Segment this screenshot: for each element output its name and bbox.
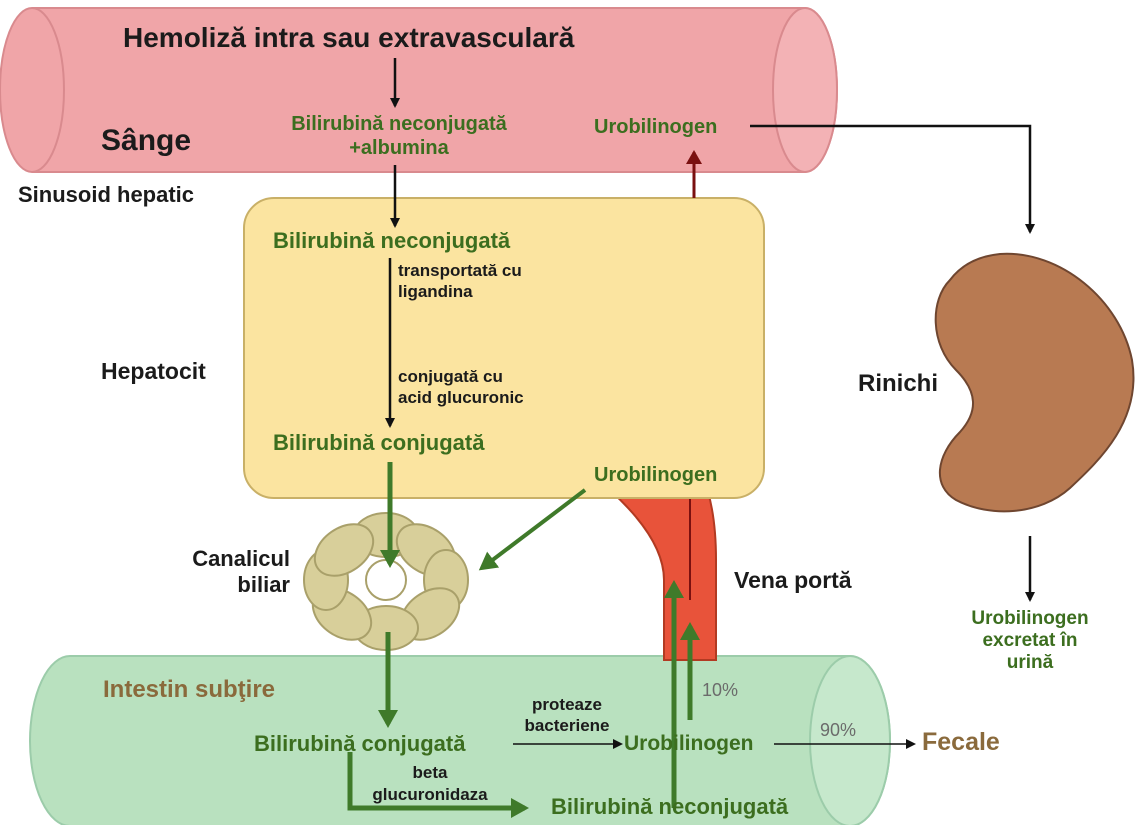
bilirubin-albumin-line2: +albumina bbox=[349, 137, 448, 159]
portal-vein bbox=[612, 492, 716, 660]
transport-line2: ligandina bbox=[398, 282, 473, 301]
feces-label: Fecale bbox=[922, 728, 1000, 757]
portal-vein-label: Vena portă bbox=[734, 567, 852, 593]
pct-90-label: 90% bbox=[820, 720, 856, 741]
sinusoid-label: Sinusoid hepatic bbox=[18, 182, 194, 207]
canaliculus-label: Canalicul biliar bbox=[150, 546, 290, 598]
beta-line1: beta bbox=[413, 763, 448, 782]
urobilinogen-hepatocyte-label: Urobilinogen bbox=[594, 464, 717, 487]
arrow-urobilinogen-to-canaliculus bbox=[482, 490, 585, 568]
urobilinogen-intestine-label: Urobilinogen bbox=[624, 732, 754, 756]
bacterial-proteases-label: proteaze bacteriene bbox=[502, 694, 632, 736]
conjugation-line2: acid glucuronic bbox=[398, 388, 524, 407]
transport-line1: transportată cu bbox=[398, 261, 522, 280]
hemolysis-label: Hemoliză intra sau extravasculară bbox=[123, 22, 574, 54]
conjugation-line1: conjugată cu bbox=[398, 367, 503, 386]
intestine-label: Intestin subţire bbox=[103, 676, 275, 704]
bilirubin-albumin-label: Bilirubină neconjugată +albumina bbox=[244, 112, 554, 160]
bilirubin-unconj-intestine-label: Bilirubină neconjugată bbox=[551, 794, 788, 819]
urine-excretion-label: Urobilinogen excretat în urină bbox=[950, 608, 1110, 674]
pct-10-label: 10% bbox=[702, 680, 738, 701]
blood-label: Sânge bbox=[101, 124, 191, 159]
hepatocyte-label: Hepatocit bbox=[101, 358, 206, 384]
beta-line2: glucuronidaza bbox=[372, 785, 487, 804]
bile-canaliculus bbox=[303, 513, 469, 650]
kidney-label: Rinichi bbox=[858, 370, 938, 398]
conjugation-label: conjugată cu acid glucuronic bbox=[398, 366, 524, 408]
urine-line3: urină bbox=[1007, 652, 1053, 673]
bilirubin-albumin-line1: Bilirubină neconjugată bbox=[291, 113, 507, 135]
urine-line1: Urobilinogen bbox=[971, 608, 1088, 629]
canaliculus-line1: Canalicul bbox=[192, 546, 290, 571]
bilirubin-conj-hepatocyte-label: Bilirubină conjugată bbox=[273, 430, 484, 455]
urine-line2: excretat în bbox=[982, 630, 1077, 651]
kidney bbox=[936, 254, 1134, 512]
beta-glucuronidase-label: beta glucuronidaza bbox=[355, 762, 505, 806]
bilirubin-unconj-hepatocyte-label: Bilirubină neconjugată bbox=[273, 228, 510, 253]
canaliculus-line2: biliar bbox=[237, 572, 290, 597]
bacterial-line1: proteaze bbox=[532, 695, 602, 714]
bacterial-line2: bacteriene bbox=[524, 716, 609, 735]
bilirubin-conj-intestine-label: Bilirubină conjugată bbox=[254, 731, 465, 756]
transport-label: transportată cu ligandina bbox=[398, 260, 522, 302]
urobilinogen-blood-label: Urobilinogen bbox=[594, 116, 717, 139]
